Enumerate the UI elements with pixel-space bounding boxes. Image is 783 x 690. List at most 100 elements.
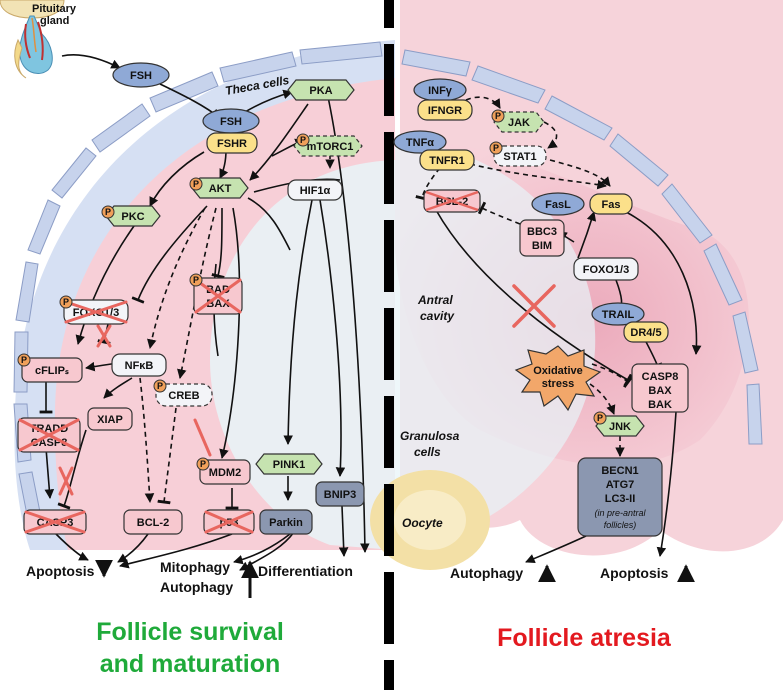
svg-text:BNIP3: BNIP3 <box>324 489 356 501</box>
svg-text:NFκB: NFκB <box>125 360 154 372</box>
svg-text:P: P <box>597 413 603 423</box>
node-hif1a: HIF1α <box>287 179 343 201</box>
svg-text:Apoptosis: Apoptosis <box>600 565 669 581</box>
svg-text:Autophagy: Autophagy <box>160 579 233 595</box>
node-casp8-bax-bak: CASP8 BAX BAK <box>631 363 689 413</box>
node-dr45: DR4/5 <box>623 321 669 343</box>
node-tnfr1: TNFR1 <box>419 149 475 171</box>
svg-text:P: P <box>300 135 306 145</box>
right-connectors <box>415 96 702 564</box>
node-fasl: FasL <box>531 192 585 216</box>
svg-text:BAX: BAX <box>648 385 672 397</box>
headline-survival-line2: and maturation <box>100 650 281 678</box>
node-jak: JAK <box>493 111 545 133</box>
svg-text:Autophagy: Autophagy <box>450 565 523 581</box>
headline-atresia: Follicle atresia <box>497 624 672 652</box>
svg-text:BCL-2: BCL-2 <box>137 517 169 529</box>
svg-text:P: P <box>105 207 111 217</box>
node-pka: PKA <box>287 79 355 101</box>
theca-cells <box>13 41 763 531</box>
svg-text:P: P <box>193 179 199 189</box>
svg-text:mTORC1: mTORC1 <box>307 141 354 153</box>
svg-text:P: P <box>495 111 501 121</box>
svg-text:PKA: PKA <box>309 85 332 97</box>
node-oxidative-stress: Oxidative stress <box>514 345 602 412</box>
svg-text:BBC3: BBC3 <box>527 226 557 238</box>
node-fas: Fas <box>589 193 633 215</box>
svg-text:FSHR: FSHR <box>217 138 247 150</box>
svg-text:P: P <box>193 275 199 285</box>
divider-line <box>384 0 394 690</box>
node-creb: CREB <box>155 383 213 407</box>
node-bnip3: BNIP3 <box>315 481 365 507</box>
node-pink1: PINK1 <box>255 453 323 475</box>
left-phospho-markers: P P P P P P P P <box>17 133 310 471</box>
antral-cavity-left <box>210 160 395 550</box>
svg-text:Parkin: Parkin <box>269 517 303 529</box>
node-akt: AKT <box>191 177 249 199</box>
node-bbc3-bim: BBC3 BIM <box>519 219 565 257</box>
svg-text:P: P <box>493 143 499 153</box>
svg-text:P: P <box>21 355 27 365</box>
svg-text:cFLIPₛ: cFLIPₛ <box>35 365 69 377</box>
node-nfkb: NFκB <box>111 353 167 377</box>
svg-text:P: P <box>200 459 206 469</box>
svg-text:PINK1: PINK1 <box>273 459 305 471</box>
node-cflip: cFLIPₛ <box>21 357 83 383</box>
svg-text:P: P <box>157 381 163 391</box>
node-tnfa: TNFα <box>393 130 447 154</box>
svg-text:LC3-II: LC3-II <box>605 493 636 505</box>
svg-text:Fas: Fas <box>602 199 621 211</box>
node-xiap: XIAP <box>87 407 133 431</box>
svg-text:Apoptosis: Apoptosis <box>26 563 95 579</box>
svg-text:JNK: JNK <box>609 421 631 433</box>
node-crosses <box>18 278 254 534</box>
svg-text:CREB: CREB <box>168 390 199 402</box>
outcome-autophagy-right: Autophagy <box>450 564 556 583</box>
node-bcl2-left: BCL-2 <box>123 509 183 535</box>
svg-text:DR4/5: DR4/5 <box>630 327 661 339</box>
node-jnk: JNK <box>595 415 645 437</box>
outcome-differentiation: Differentiation <box>258 563 353 579</box>
outcome-apoptosis-right: Apoptosis <box>600 564 695 583</box>
svg-text:XIAP: XIAP <box>97 414 123 426</box>
svg-text:Oxidative: Oxidative <box>533 365 583 377</box>
pituitary-gland-icon <box>0 0 65 79</box>
svg-text:STAT1: STAT1 <box>503 151 536 163</box>
node-infg: INFγ <box>413 78 467 102</box>
svg-text:ATG7: ATG7 <box>606 479 635 491</box>
svg-text:MDM2: MDM2 <box>209 467 241 479</box>
node-fsh: FSH <box>202 108 260 134</box>
svg-text:TNFα: TNFα <box>406 137 434 149</box>
outcome-apoptosis-left: Apoptosis <box>26 559 113 579</box>
right-inhibition-cross <box>512 284 556 328</box>
headline-survival-line1: Follicle survival <box>96 618 284 646</box>
node-fsh-top: FSH <box>112 62 170 88</box>
node-foxo13-right: FOXO1/3 <box>573 257 639 281</box>
svg-text:BIM: BIM <box>532 240 552 252</box>
svg-text:FSH: FSH <box>130 70 152 82</box>
node-fshr: FSHR <box>206 132 258 154</box>
svg-text:FSH: FSH <box>220 116 242 128</box>
svg-text:Mitophagy: Mitophagy <box>160 559 230 575</box>
svg-text:stress: stress <box>542 378 574 390</box>
svg-text:BECN1: BECN1 <box>601 465 638 477</box>
svg-text:INFγ: INFγ <box>428 85 453 97</box>
node-mtorc1: mTORC1 <box>293 135 363 157</box>
right-phospho-markers: P P P <box>489 109 607 425</box>
svg-text:AKT: AKT <box>209 183 232 195</box>
left-connectors <box>39 53 370 571</box>
node-stat1: STAT1 <box>493 145 547 167</box>
oocyte-label: Oocyte <box>402 516 443 530</box>
node-parkin: Parkin <box>259 509 313 535</box>
svg-text:TRAIL: TRAIL <box>602 309 635 321</box>
node-trail: TRAIL <box>591 302 645 326</box>
svg-text:P: P <box>63 297 69 307</box>
svg-text:BAK: BAK <box>648 399 672 411</box>
svg-text:PKC: PKC <box>121 211 144 223</box>
